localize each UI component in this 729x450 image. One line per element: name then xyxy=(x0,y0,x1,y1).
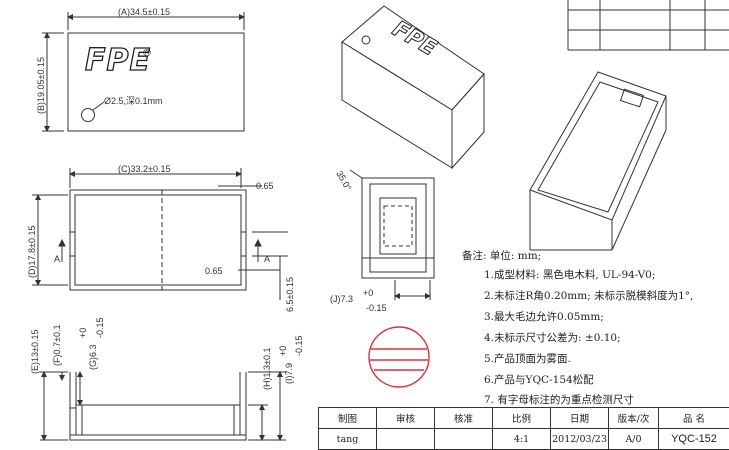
top-view xyxy=(42,12,245,132)
note-item: 7. 有字母标注的为重点检测尺寸 xyxy=(484,394,634,406)
value-drawn: tang xyxy=(318,428,377,450)
header-drawn: 制图 xyxy=(318,407,377,429)
note-item: 1.成型材料: 黑色电木料, UL-94-V0; xyxy=(484,269,656,281)
logo-registered-mark: ® xyxy=(142,48,152,59)
note-item: 4.未标示尺寸公差为: ±0.10; xyxy=(484,332,621,344)
top-view-outline xyxy=(67,32,245,132)
isometric-solid xyxy=(341,5,485,170)
fpe-logo: FPE xyxy=(85,43,151,78)
inspection-mark xyxy=(368,326,430,388)
header-name: 品 名 xyxy=(658,407,729,429)
end-view xyxy=(349,169,435,300)
dim-h-label: (H)1.3±0.1 xyxy=(262,348,272,390)
dim-g-tol-minus: -0.15 xyxy=(95,317,105,338)
dim-j-tol-plus: +0 xyxy=(363,288,373,298)
dim-e-label: (E)13±0.15 xyxy=(30,330,40,374)
dim-i-label: (I)7.9 xyxy=(284,363,294,384)
note-item: 6.产品与YQC-154松配 xyxy=(484,374,594,386)
dim-j-label: (J)7.3 xyxy=(330,294,353,304)
partial-revision-table xyxy=(567,0,729,51)
value-scale: 4:1 xyxy=(492,428,551,450)
isometric-open xyxy=(529,71,667,251)
header-date: 日期 xyxy=(550,407,609,429)
note-item: 3.最大毛边允许0.05mm; xyxy=(484,311,604,323)
dim-g-label: (G)6.3 xyxy=(88,344,98,370)
header-scale: 比例 xyxy=(492,407,551,429)
header-check: 审核 xyxy=(376,407,435,429)
draft-angle-label: 35.0° xyxy=(334,169,353,193)
section-mark-right: A xyxy=(264,254,270,264)
mold-hole xyxy=(81,108,95,122)
dim-i-tol-minus: -0.15 xyxy=(294,335,304,356)
section-mark-left: A xyxy=(54,254,60,264)
value-check xyxy=(376,428,435,450)
value-version: A/0 xyxy=(608,428,659,450)
dim-065-bottom-label: 0.65 xyxy=(205,266,223,276)
dim-j-tol-minus: -0.15 xyxy=(366,303,387,313)
dim-g-tol-plus: +0 xyxy=(78,328,88,338)
value-date: 2012/03/23 xyxy=(550,428,609,450)
section-view xyxy=(32,168,288,300)
side-view xyxy=(40,371,286,441)
notes-heading: 备注: 单位: mm; xyxy=(462,250,542,262)
dim-f-label: (F)0.7±0.1 xyxy=(52,325,62,366)
header-version: 版本/次 xyxy=(608,407,659,429)
value-name: YQC-152 xyxy=(658,428,729,450)
header-approve: 核准 xyxy=(434,407,493,429)
dim-d-label: (D)17.8±0.15 xyxy=(27,226,37,278)
side-outer xyxy=(69,372,247,441)
title-block: 制图 审核 核准 比例 日期 版本/次 品 名 tang 4:1 2012/03… xyxy=(318,407,729,450)
dim-i-tol-plus: +0 xyxy=(278,346,288,356)
dim-c-label: (C)33.2±0.15 xyxy=(118,164,170,174)
note-item: 5.产品顶面为雾面. xyxy=(484,353,571,365)
dim-65-label: 6.5±0.15 xyxy=(285,277,295,312)
dim-a-label: (A)34.5±0.15 xyxy=(118,7,170,17)
dim-b-label: (B)19.05±0.15 xyxy=(36,57,46,114)
note-item: 2.未标注R角0.20mm; 未标示脱模斜度为1°, xyxy=(484,290,694,302)
value-approve xyxy=(434,428,493,450)
dim-065-top-label: 0.65 xyxy=(256,181,274,191)
hole-note: Ø2.5,深0.1mm xyxy=(104,96,163,106)
